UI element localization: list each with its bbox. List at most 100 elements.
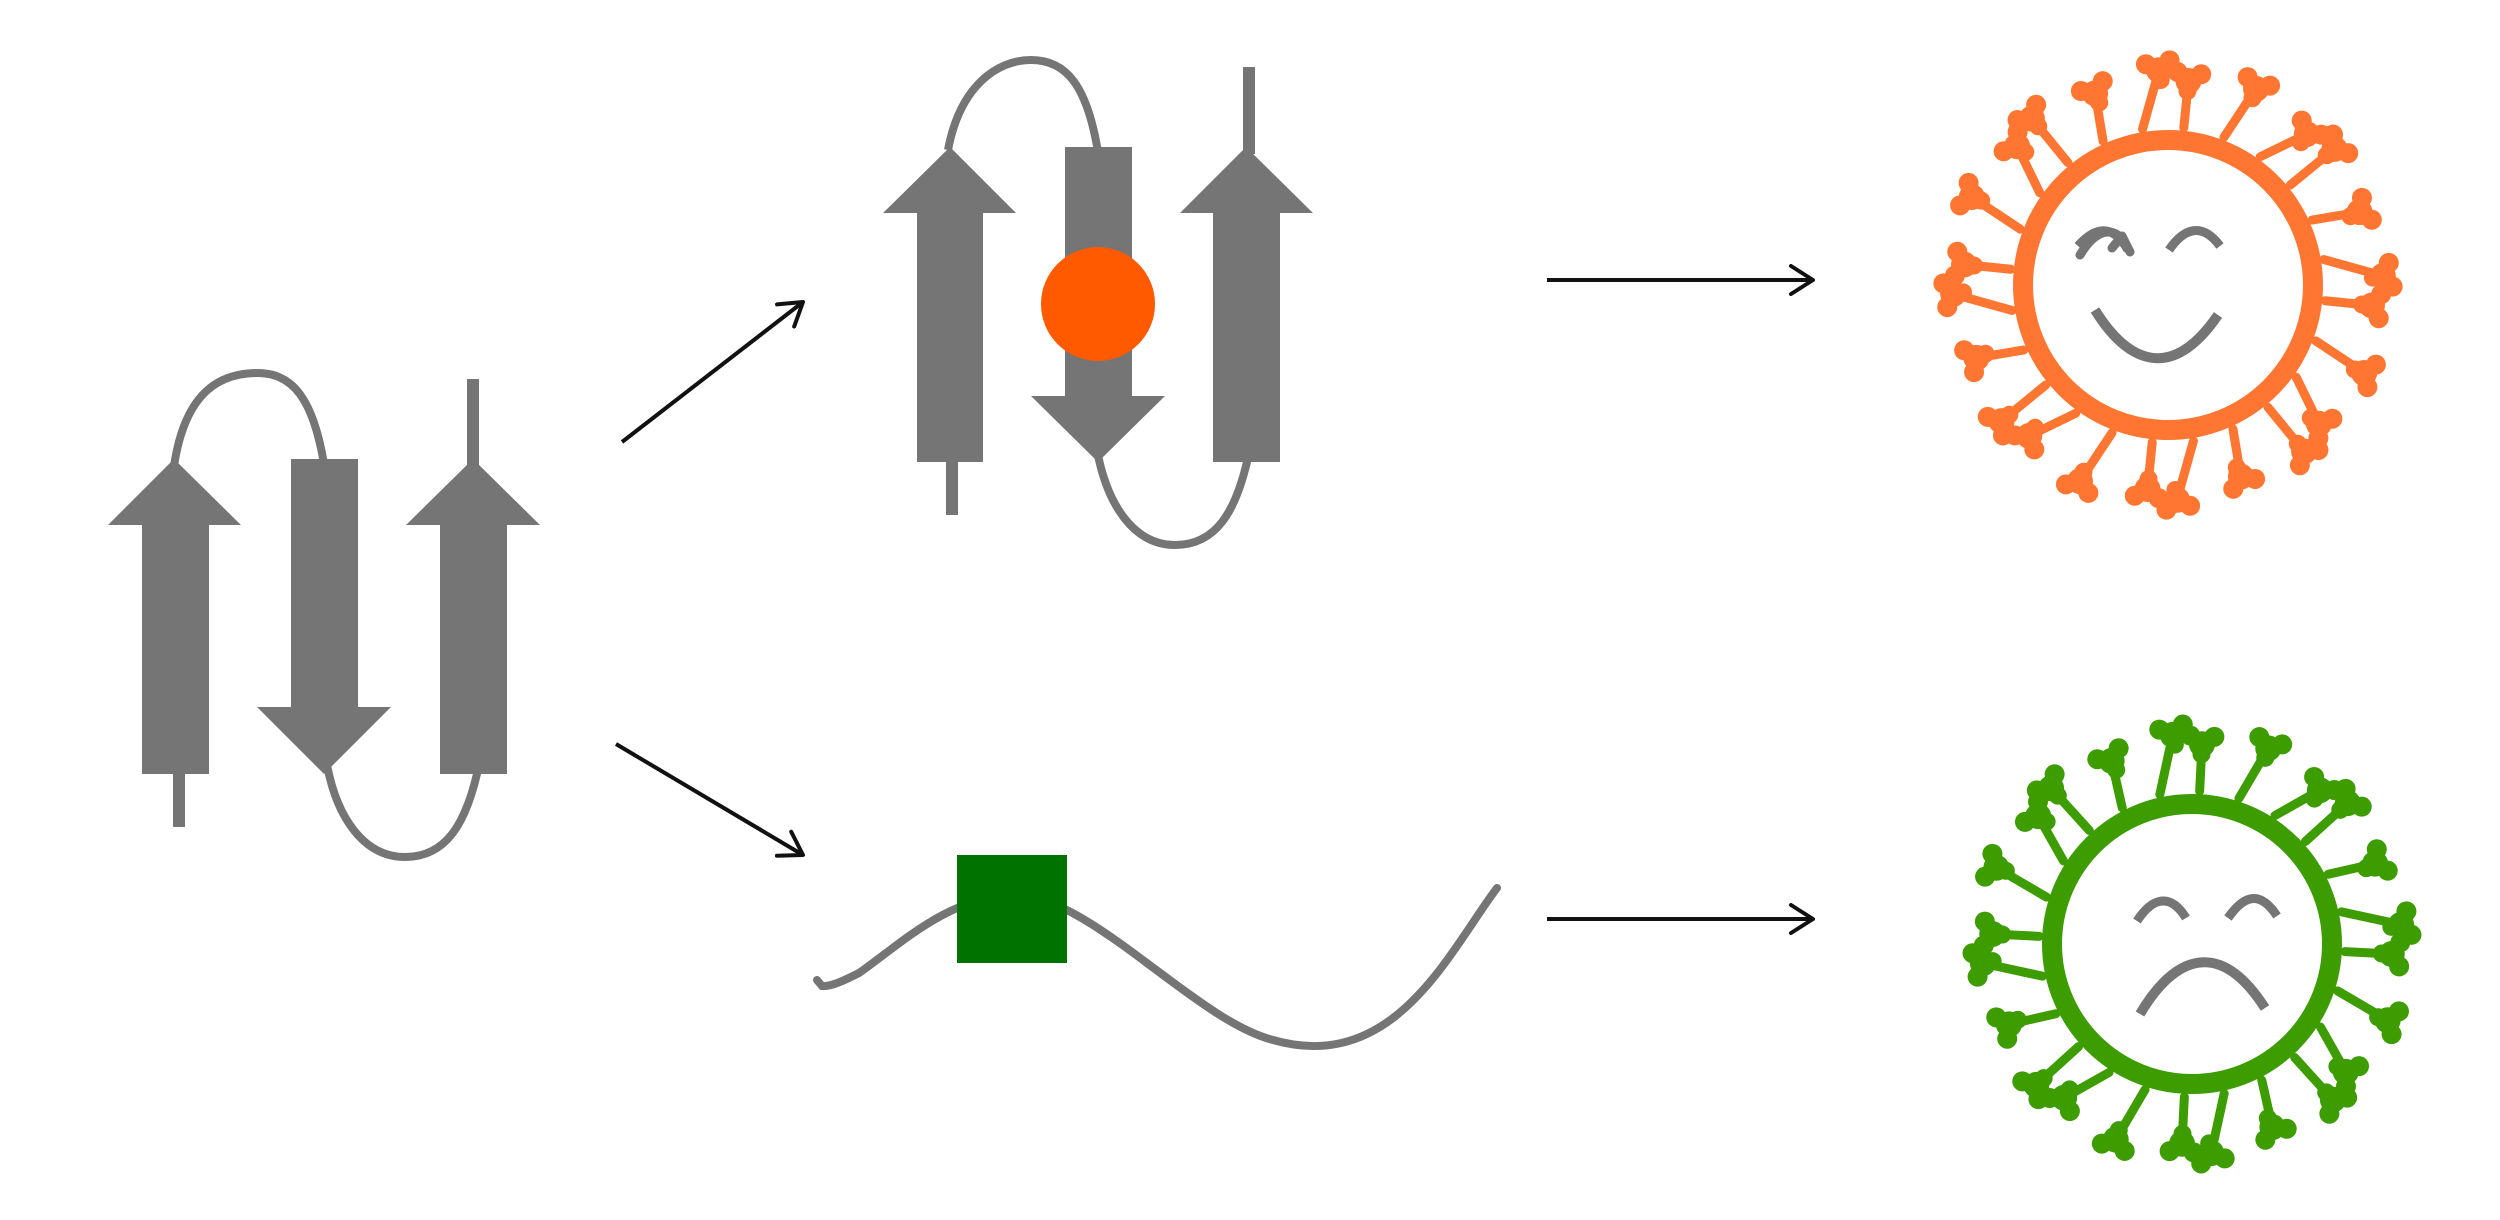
spike-head [2363, 268, 2382, 287]
spike-head [1973, 935, 1994, 956]
bottom-loop [1093, 447, 1254, 550]
spike-head [2159, 1141, 2180, 1162]
spike-head [2026, 418, 2045, 437]
spike-head [2368, 308, 2389, 329]
spike-head [2365, 354, 2386, 375]
spike-head [2338, 143, 2359, 164]
spike-head [2351, 796, 2372, 817]
arrow-to-square-bound [614, 742, 805, 858]
spike-head [2107, 760, 2126, 779]
circle-bound-folded-sheet [883, 55, 1313, 550]
spike-head [2124, 485, 2145, 506]
spike-head [2381, 1024, 2402, 1045]
spike-head [1993, 141, 2014, 162]
spike-head [2167, 61, 2188, 82]
spike-head [1983, 952, 2002, 971]
spike-head [2256, 748, 2275, 767]
sad-virus [1962, 714, 2422, 1174]
spike-head [2353, 295, 2372, 314]
spike-head [1993, 925, 2012, 944]
right-eye-line [2224, 894, 2281, 921]
spike-head [2070, 81, 2091, 102]
spike-head [2149, 719, 2170, 740]
spike-head [2114, 1140, 2135, 1161]
spike-head [2029, 117, 2048, 136]
spike-head [2091, 1133, 2112, 1154]
spike-head [2304, 766, 2325, 787]
beta-strand-up-2 [1180, 147, 1313, 462]
spike-head [2260, 75, 2281, 96]
virus-body [2013, 130, 2323, 440]
spike-head [2331, 800, 2350, 819]
spike-head [2323, 124, 2344, 145]
spike-head [2092, 71, 2113, 92]
spike-head [2223, 478, 2244, 499]
spike-head [2034, 1069, 2053, 1088]
spike-head [2289, 455, 2310, 476]
spike-head [2227, 458, 2246, 477]
spike-head [2087, 749, 2108, 770]
spike-head [2135, 54, 2156, 75]
spike-head [2389, 956, 2410, 977]
spike-head [2014, 811, 2035, 832]
spike-head [2245, 468, 2266, 489]
spike-head [2007, 109, 2028, 130]
arrow-to-circle-bound [620, 300, 805, 444]
spike-head [2288, 434, 2307, 453]
spike-head [2178, 81, 2197, 100]
spike-head [1964, 362, 1985, 383]
top-loop [170, 368, 328, 467]
spike-head [2090, 93, 2109, 112]
frown-icon [2135, 957, 2270, 1017]
spike-head [2012, 1071, 2033, 1092]
spike-head [2108, 738, 2129, 759]
spike-head [1997, 1028, 2018, 1049]
spike-head [1992, 425, 2013, 446]
spike-head [1976, 344, 1995, 363]
spike-head [2291, 133, 2310, 152]
square-bound-unfolded-chain [813, 855, 1501, 1050]
spike-head [2026, 780, 2047, 801]
spike-head [2044, 764, 2065, 785]
spike-head [2382, 917, 2401, 936]
arrows [614, 264, 1815, 935]
top-loop [944, 55, 1102, 153]
spike-head [2243, 89, 2262, 108]
spike-head [2148, 488, 2169, 509]
spike-head [2204, 726, 2225, 747]
spike-head [1967, 966, 1988, 987]
spike-head [2341, 207, 2360, 226]
spike-head [2319, 1103, 2340, 1124]
spike-head [2351, 187, 2372, 208]
smile-icon [2090, 307, 2223, 364]
n-terminus [173, 760, 185, 827]
spike-head [1974, 911, 1995, 932]
spike-head [2024, 439, 2045, 460]
spike-head [2308, 440, 2329, 461]
spike-head [2008, 1010, 2027, 1029]
spike-head [2272, 734, 2293, 755]
spike-head [2200, 1134, 2219, 1153]
spike-head [2055, 474, 2076, 495]
spike-head [2388, 1001, 2409, 1022]
spike-head [2059, 1101, 2080, 1122]
spike-head [2349, 1056, 2370, 1077]
spike-head [2335, 778, 2356, 799]
spike-head [2109, 1121, 2128, 1140]
spike-head [2151, 71, 2170, 90]
spike-head [1944, 265, 1965, 286]
virus-spikes [1962, 714, 2422, 1174]
spike-head [1964, 256, 1983, 275]
spike-head [2357, 377, 2378, 398]
spike-head [2305, 789, 2324, 808]
spike-head [2337, 1087, 2358, 1108]
spike-head [2317, 1083, 2336, 1102]
spike-head [2357, 859, 2376, 878]
unfolded-chain [813, 884, 1501, 1050]
spike-head [2249, 727, 2270, 748]
spike-head [2166, 480, 2185, 499]
spike-head [2074, 462, 2093, 481]
spike-head [2401, 924, 2422, 945]
